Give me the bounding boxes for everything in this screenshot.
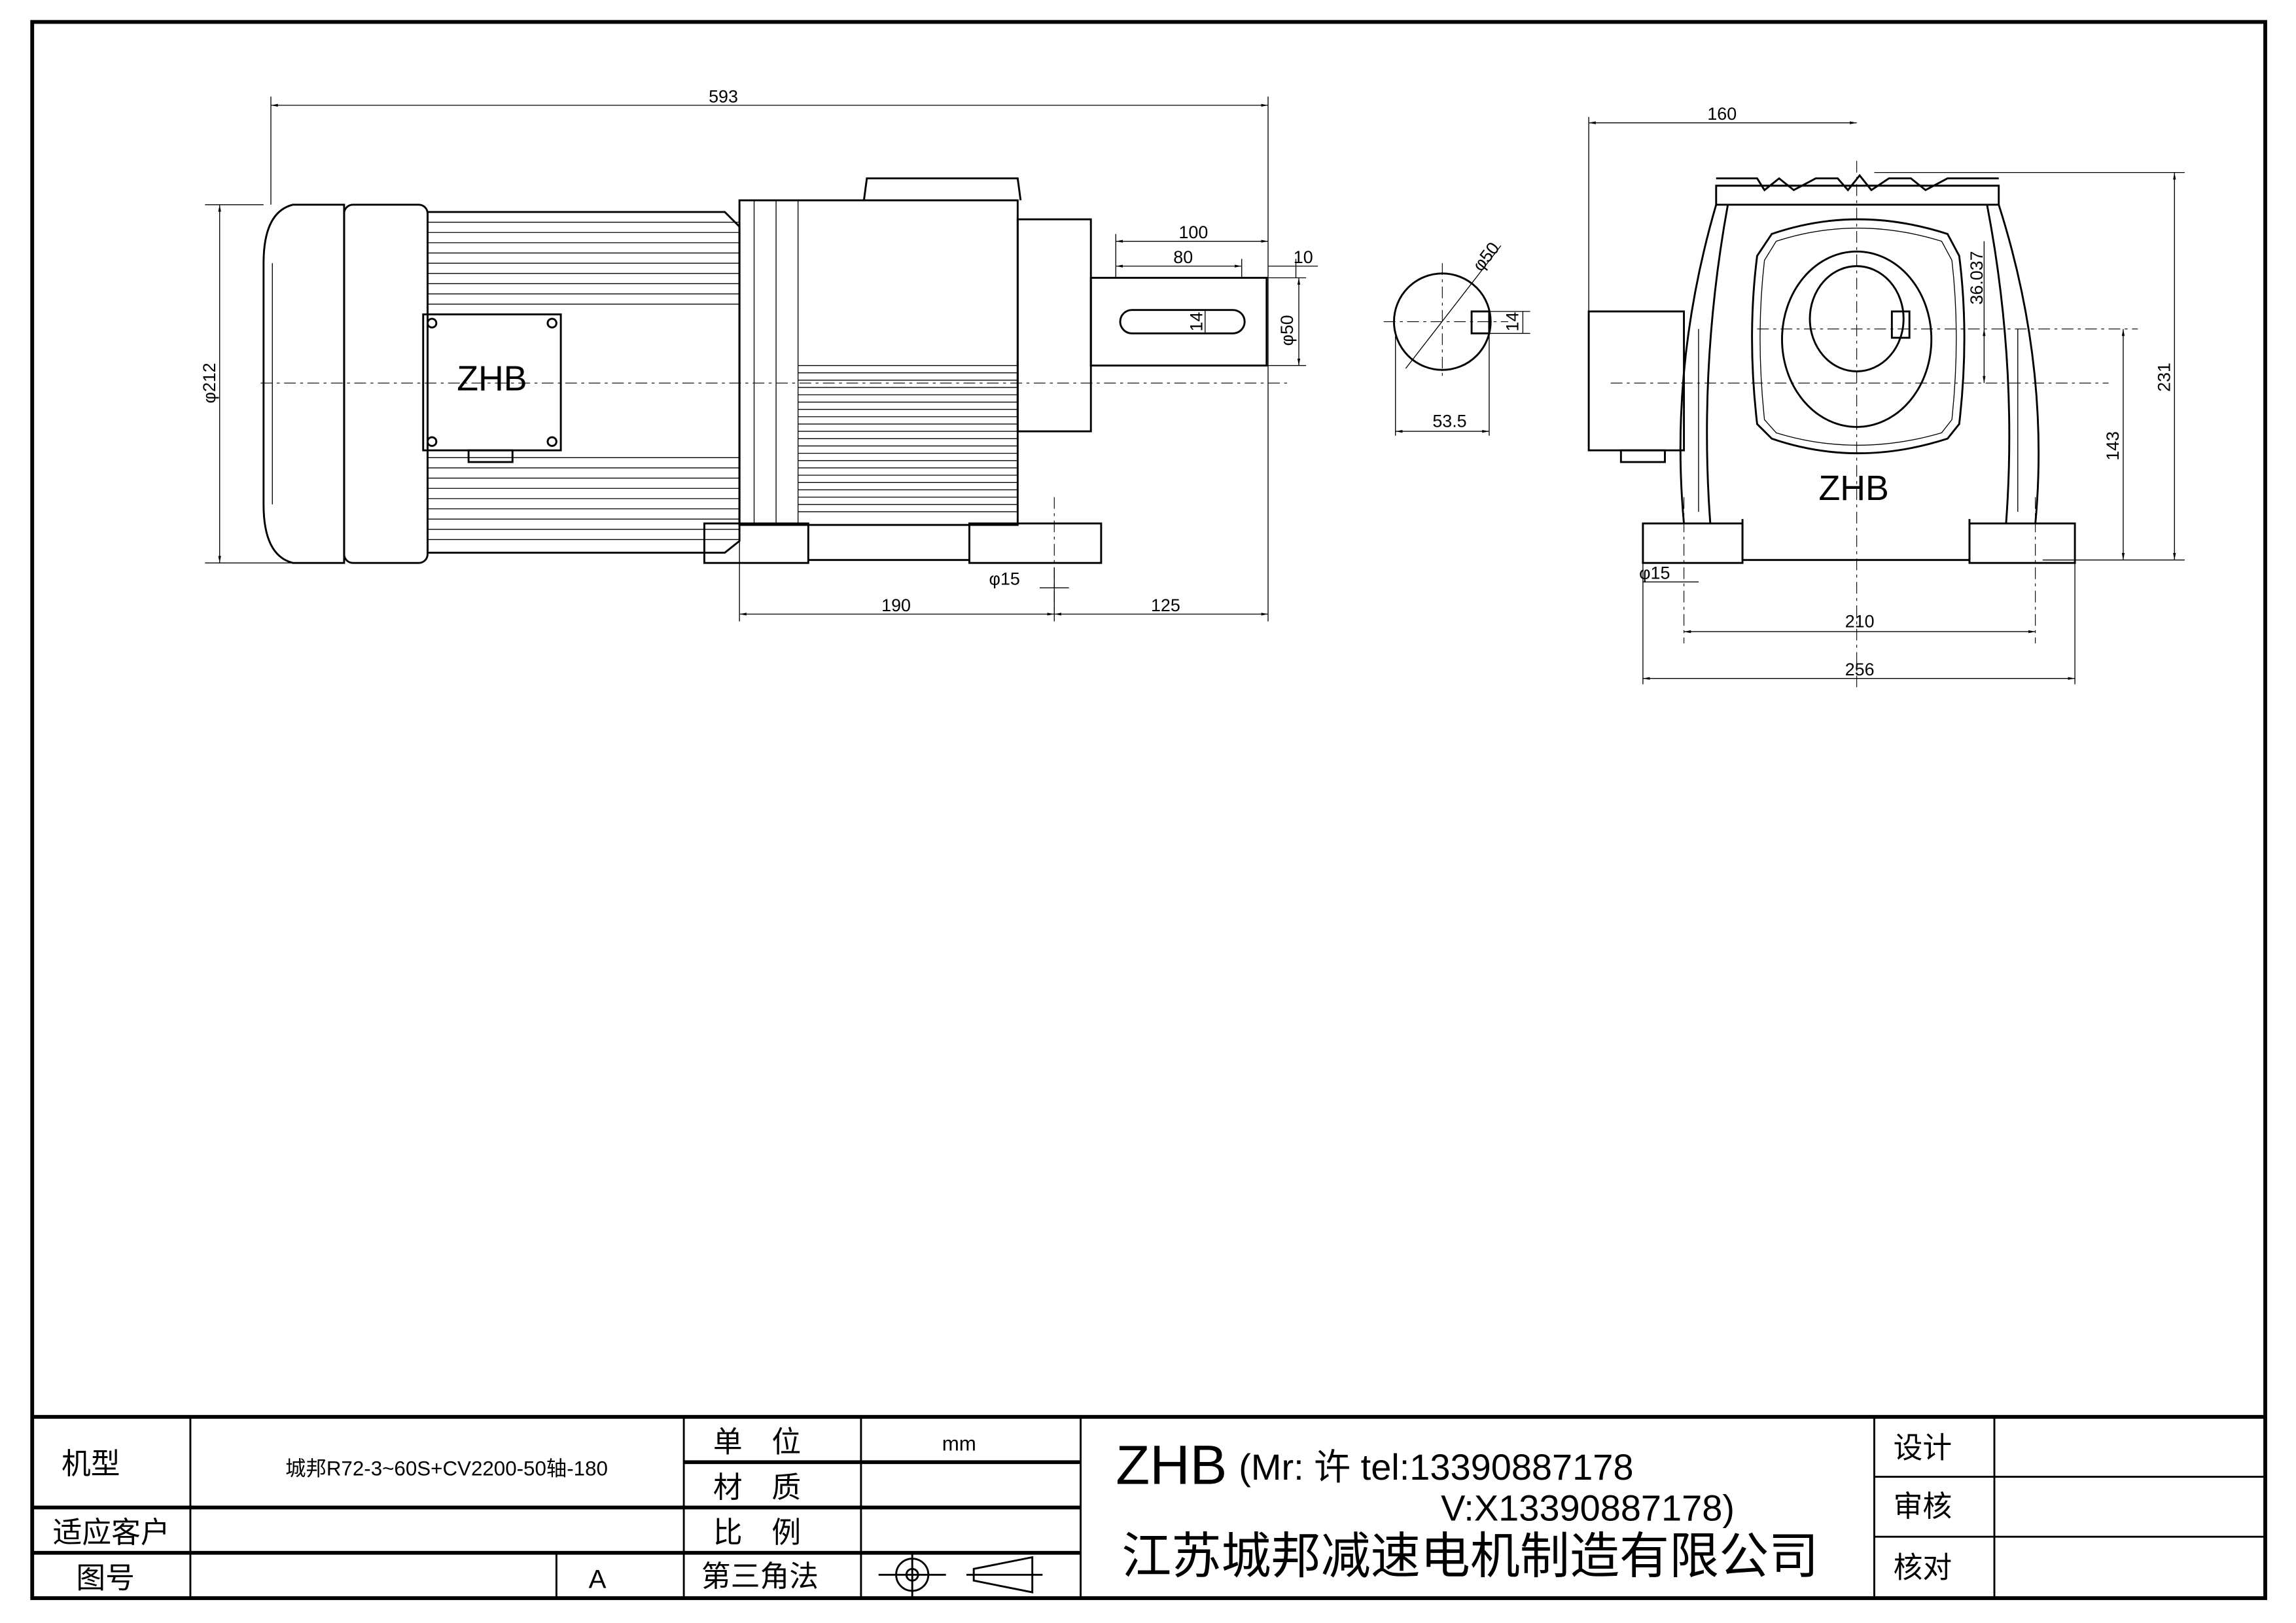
svg-text:材 质: 材 质 [713, 1470, 801, 1505]
svg-text:190: 190 [881, 596, 911, 615]
svg-text:φ15: φ15 [989, 569, 1020, 589]
end-view-dimensions: 160 36.037 231 143 φ15 210 256 [1588, 104, 2185, 685]
end-view: ZHB [1587, 160, 2138, 688]
output-shaft [1089, 277, 1268, 367]
svg-text:φ50: φ50 [1469, 238, 1504, 275]
drawing-border [30, 20, 2267, 1600]
customer-label: 适应客户 [53, 1515, 170, 1550]
contact-line-1: (Mr: 许 tel:13390887178 [1239, 1446, 1633, 1488]
shaft-section: φ50 14 53.5 [1383, 238, 1530, 436]
brand-logo: ZHB [1116, 1435, 1227, 1497]
svg-text:125: 125 [1151, 596, 1180, 615]
model-value: 城邦R72-3~60S+CV2200-50轴-180 [285, 1457, 608, 1480]
side-view: ZHB [260, 177, 1289, 615]
foot-right-end [1968, 522, 2076, 564]
svg-text:231: 231 [2155, 363, 2174, 392]
window-frame [1751, 218, 1966, 454]
unit-value: mm [942, 1432, 976, 1455]
shaft-key [1119, 309, 1246, 334]
foot-left [703, 522, 809, 564]
svg-text:单 位: 单 位 [713, 1425, 801, 1459]
svg-text:设计: 设计 [1894, 1431, 1952, 1465]
svg-text:φ212: φ212 [200, 363, 219, 403]
gearbox-top [862, 177, 1022, 201]
svg-text:593: 593 [709, 86, 738, 106]
foot-left-end [1642, 522, 1744, 564]
third-angle-projection-icon [878, 1552, 1043, 1597]
svg-text:第三角法: 第三角法 [701, 1559, 819, 1594]
revision: A [589, 1564, 607, 1594]
contact-line-2: V:X13390887178) [1441, 1488, 1735, 1529]
svg-text:80: 80 [1173, 247, 1193, 267]
company-name: 江苏城邦减速电机制造有限公司 [1122, 1527, 1818, 1585]
motor-end-ring [343, 204, 429, 564]
drawing-number-label: 图号 [76, 1560, 135, 1595]
output-flange [1016, 218, 1092, 433]
terminal-box-end [1587, 310, 1686, 452]
svg-text:审核: 审核 [1894, 1489, 1952, 1524]
side-view-dimensions: 593 100 80 10 φ50 14 φ212 φ15 190 125 [200, 86, 1318, 622]
gearbox-housing [738, 199, 1019, 526]
motor-logo: ZHB [457, 359, 527, 399]
svg-text:14: 14 [1503, 312, 1523, 332]
foot-right [968, 522, 1103, 564]
svg-text:160: 160 [1707, 104, 1737, 124]
svg-text:14: 14 [1186, 312, 1206, 332]
svg-text:143: 143 [2103, 431, 2123, 461]
svg-text:10: 10 [1294, 247, 1313, 267]
svg-text:φ50: φ50 [1277, 315, 1297, 346]
svg-text:36.037: 36.037 [1967, 251, 1987, 305]
svg-text:比 例: 比 例 [713, 1515, 801, 1550]
top-cover [1715, 185, 2000, 206]
svg-text:核对: 核对 [1894, 1550, 1952, 1585]
svg-text:210: 210 [1845, 612, 1875, 632]
svg-text:100: 100 [1178, 223, 1208, 242]
title-block: 机型 城邦R72-3~60S+CV2200-50轴-180 适应客户 图号 A … [32, 1415, 2266, 1599]
svg-text:256: 256 [1845, 660, 1875, 679]
svg-text:53.5: 53.5 [1432, 411, 1466, 431]
fan-cover [262, 204, 345, 564]
svg-text:φ15: φ15 [1639, 563, 1670, 583]
model-label: 机型 [62, 1446, 120, 1481]
gearbox-logo: ZHB [1818, 469, 1888, 508]
